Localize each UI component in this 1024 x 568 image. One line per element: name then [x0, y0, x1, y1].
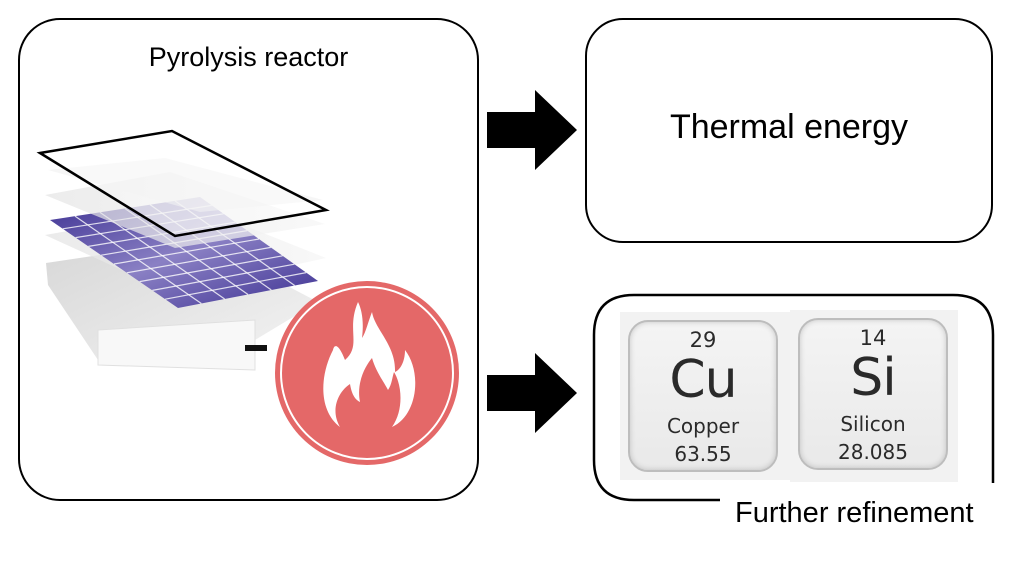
fire-badge	[275, 281, 459, 465]
fire-icon	[323, 302, 416, 427]
element-symbol: Cu	[669, 350, 737, 410]
further-refinement-label: Further refinement	[735, 497, 974, 529]
element-symbol: Si	[850, 348, 896, 408]
cell-row-line	[126, 246, 271, 274]
reactor-title: Pyrolysis reactor	[148, 42, 349, 72]
thermal-energy-label: Thermal energy	[669, 108, 909, 146]
thermal-energy-box	[585, 18, 993, 243]
atomic-number: 14	[859, 326, 887, 350]
element-name: Silicon	[840, 412, 906, 436]
arrow-to-thermal-energy	[487, 90, 577, 170]
cell-row-line	[165, 272, 307, 300]
fire-badge-circle	[275, 281, 459, 465]
element-name: Copper	[666, 414, 740, 438]
junction-box	[245, 345, 267, 351]
cell-row-line	[139, 255, 283, 283]
cell-row-line	[152, 263, 295, 291]
atomic-mass: 63.55	[674, 442, 732, 466]
atomic-number: 29	[689, 328, 717, 352]
arrow-to-further-refinement	[487, 353, 577, 433]
encapsulant-upper-layer	[45, 172, 325, 248]
cell-row-line	[113, 238, 260, 265]
element-tile-copper: 29 Cu Copper 63.55	[628, 320, 778, 472]
further-refinement-frame	[592, 293, 995, 502]
element-tile-silicon: 14 Si Silicon 28.085	[798, 318, 948, 470]
atomic-mass: 28.085	[838, 440, 908, 464]
glass-layer	[36, 129, 330, 238]
